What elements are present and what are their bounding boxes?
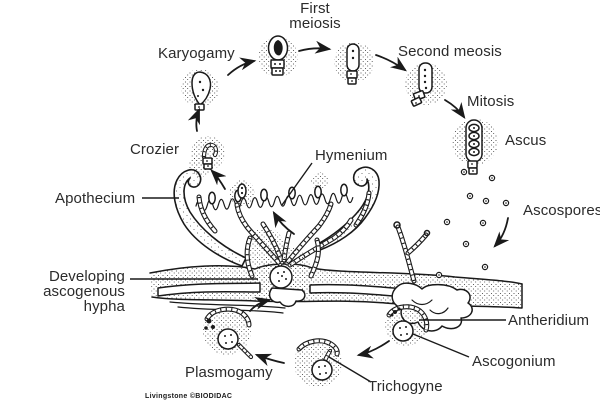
label-second-meiosis: Second meosis xyxy=(398,43,502,60)
crozier-drawing xyxy=(191,136,225,170)
arrow-to-trichogyne xyxy=(356,340,390,359)
label-plasmogamy: Plasmogamy xyxy=(185,364,273,381)
label-karyogamy: Karyogamy xyxy=(158,45,235,62)
label-crozier: Crozier xyxy=(130,141,180,158)
developing-ascogenous-hypha-drawing xyxy=(259,246,311,308)
ascus-drawing xyxy=(452,119,498,175)
leader-hymenium xyxy=(281,162,313,206)
leader-ascogonium xyxy=(412,333,470,358)
arrow-karyogamy-to-first-meiosis xyxy=(227,57,257,76)
hymenium-layer xyxy=(195,183,354,211)
label-ascogonium: Ascogonium xyxy=(472,353,556,370)
arrow-crozier-to-karyogamy xyxy=(187,107,200,132)
hypha-curl-tip xyxy=(393,221,401,229)
first-meiosis-cell xyxy=(258,35,298,77)
cycle-arrows xyxy=(187,40,510,366)
arrow-to-plasmogamy xyxy=(254,353,285,366)
second-meiosis-cell xyxy=(405,62,447,107)
two-nuclei-cell xyxy=(334,42,374,85)
arrow-ascospores-release xyxy=(493,217,510,248)
apothecium-drawing xyxy=(173,155,380,276)
arrow-to-ascogenous-hypha xyxy=(249,297,272,312)
label-antheridium: Antheridium xyxy=(508,312,590,329)
arrow-to-second-meiosis xyxy=(375,54,407,72)
label-ascospores: Ascospores xyxy=(523,202,600,219)
arrow-hymenium-to-crozier xyxy=(210,169,227,190)
label-first-meiosis: First meiosis xyxy=(289,0,341,32)
antheridium-ascogonium-drawing xyxy=(385,304,427,346)
hypha-curl-tip xyxy=(423,229,431,237)
label-mitosis: Mitosis xyxy=(467,93,515,110)
credit-text: Livingstone ©BIODIDAC xyxy=(145,393,233,400)
arrow-first-meiosis xyxy=(298,40,332,54)
soil-hypha-tube-left xyxy=(157,282,261,297)
apothecium-left-arm xyxy=(173,168,247,267)
label-ascus: Ascus xyxy=(505,132,547,149)
label-apothecium: Apothecium xyxy=(55,190,136,207)
arrow-hymenium-pointer xyxy=(272,210,295,235)
arrow-mitosis xyxy=(444,99,466,119)
leader-trichogyne xyxy=(328,356,372,383)
trichogyne-drawing xyxy=(294,339,342,387)
ascospores-drawing xyxy=(435,168,510,279)
ascogonium-cell xyxy=(392,320,414,342)
plasmogamy-drawing xyxy=(203,307,251,357)
label-developing-ascogenous-hypha: Developing ascogenous hypha xyxy=(43,268,125,315)
karyogamy-cell xyxy=(181,69,219,111)
label-hymenium: Hymenium xyxy=(315,147,388,164)
label-trichogyne: Trichogyne xyxy=(368,378,443,395)
leader-lines xyxy=(130,162,506,383)
